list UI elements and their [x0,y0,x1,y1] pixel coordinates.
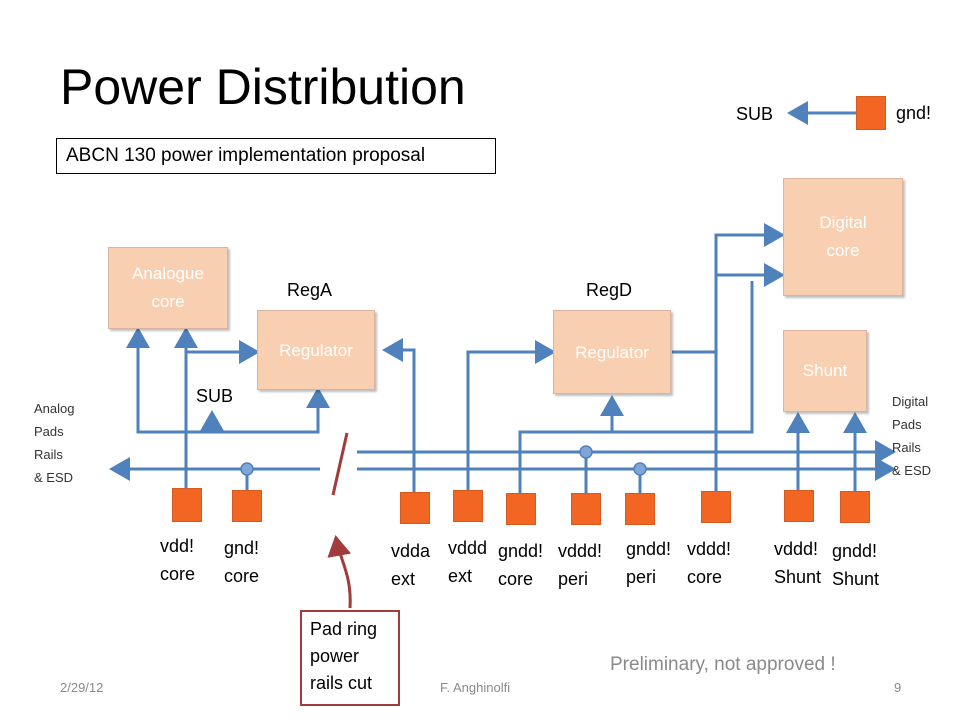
pad-label: gndd! Shunt [832,541,880,589]
pad-label: vddd! Shunt [774,539,822,587]
pad-vddd-peri [571,493,601,525]
analogue-core-block: Analogue core [108,247,228,329]
junction-dot [633,462,647,476]
sub-label: SUB [196,386,234,406]
pad-label: gnd! core [224,538,260,586]
reg-d-label: RegD [586,280,633,300]
regulator-a-block: Regulator [257,310,375,390]
shunt-block: Shunt [783,330,867,412]
pad-gndd-shunt [840,491,870,523]
reg-a-label: RegA [287,280,333,300]
pad-label: vdd! core [160,536,196,584]
legend-gnd-label: gnd! [896,103,932,123]
pad-label: vddd ext [448,538,488,586]
legend-pad [856,96,886,130]
page-title: Power Distribution [60,59,466,115]
pad-vddd-ext [453,490,483,522]
junction-dot [579,445,593,459]
pad-label: vddd! peri [558,541,603,589]
pad-label: gndd! core [498,541,544,589]
cut-pointer-arrow [327,535,352,609]
junction-dot [240,462,254,476]
pad-gndd-peri [625,493,655,525]
subtitle-box: ABCN 130 power implementation proposal [56,138,496,174]
footer-author: F. Anghinolfi [440,680,511,695]
pad-gnd-core [232,490,262,522]
digital-core-block: Digital core [783,178,903,296]
regulator-d-block: Regulator [553,310,671,394]
footer-page-number: 9 [894,680,902,695]
pad-vddd-shunt [784,490,814,522]
status-text: Preliminary, not approved ! [610,654,836,675]
pad-label: vdda ext [391,541,431,589]
pad-vddd-core [701,491,731,523]
pad-label: gndd! peri [626,539,672,587]
legend-sub-label: SUB [736,104,774,124]
rail-cut-mark [331,432,349,496]
pad-vdda-ext [400,492,430,524]
analog-rails-label: Analog Pads Rails & ESD [34,401,75,485]
pad-label: vddd! core [687,539,732,587]
pad-gndd-core [506,493,536,525]
pad-vdd-core [172,488,202,522]
digital-rails-label: Digital Pads Rails & ESD [892,394,932,478]
footer-date: 2/29/12 [60,680,104,695]
pad-ring-note: Pad ring power rails cut [300,610,400,706]
